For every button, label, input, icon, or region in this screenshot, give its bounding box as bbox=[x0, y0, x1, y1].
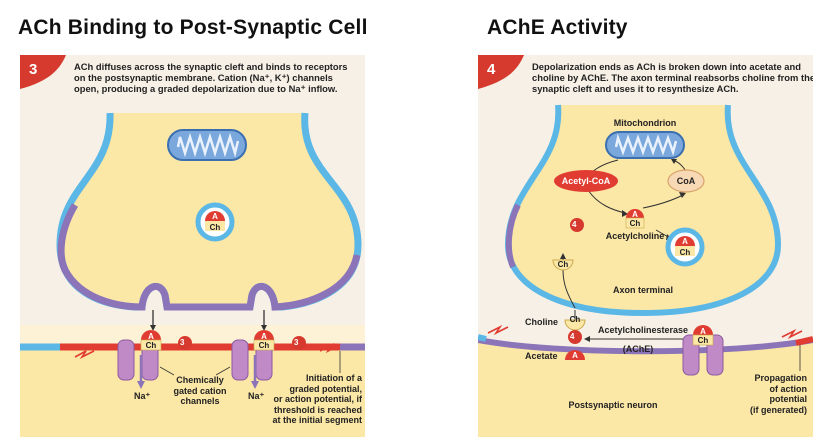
acetyl-coa-label: Acetyl-CoA bbox=[561, 176, 611, 186]
ache-label: (AChE) bbox=[622, 344, 654, 354]
svg-text:Ch: Ch bbox=[558, 260, 569, 269]
svg-text:A: A bbox=[632, 210, 638, 219]
step-marker-4-terminal: 4 bbox=[572, 220, 577, 229]
synapse-illustration-left: A Ch A Ch bbox=[20, 112, 365, 437]
na-label-right: Na⁺ bbox=[248, 391, 265, 401]
step-marker-4-cleft: 4 bbox=[570, 332, 575, 341]
svg-text:A: A bbox=[212, 212, 218, 221]
caption-step-4: Depolarization ends as ACh is broken dow… bbox=[532, 61, 813, 94]
title-ache-activity: AChE Activity bbox=[487, 16, 628, 39]
chemically-gated-label: Chemically gated cation channels bbox=[173, 375, 227, 406]
svg-text:A: A bbox=[682, 237, 688, 246]
svg-text:A: A bbox=[148, 332, 154, 341]
na-label-left: Na⁺ bbox=[134, 391, 151, 401]
synapse-illustration-right: A Ch A Ch Ch bbox=[478, 104, 813, 437]
acetylcholine-label: Acetylcholine bbox=[605, 231, 665, 241]
svg-text:Ch: Ch bbox=[680, 248, 691, 257]
title-ach-binding: ACh Binding to Post-Synaptic Cell bbox=[18, 16, 368, 39]
svg-text:Ch: Ch bbox=[630, 219, 641, 228]
svg-text:Ch: Ch bbox=[698, 336, 709, 345]
svg-text:A: A bbox=[700, 327, 706, 336]
acetate-molecule-label: A bbox=[572, 351, 578, 360]
synaptic-vesicle: A Ch bbox=[195, 202, 235, 242]
step-marker-3a: 3 bbox=[180, 338, 185, 347]
mitochondrion-label: Mitochondrion bbox=[613, 118, 677, 128]
mitochondrion-right bbox=[605, 131, 685, 159]
initiation-label: Initiation of a graded potential, or act… bbox=[272, 373, 362, 425]
step-badge-4: 4 bbox=[478, 55, 524, 89]
postsynaptic-neuron-label: Postsynaptic neuron bbox=[568, 400, 658, 410]
ach-bound-right-panel: A Ch bbox=[692, 325, 714, 346]
svg-text:Ch: Ch bbox=[210, 223, 221, 232]
choline-label: Choline bbox=[525, 317, 558, 327]
ach-bound-left: A Ch bbox=[140, 330, 162, 351]
ach-central: A Ch bbox=[625, 209, 645, 229]
acetyl-coa-node bbox=[554, 170, 618, 192]
acetylcholinesterase-label: Acetylcholinesterase bbox=[597, 325, 689, 335]
acetate-label: Acetate bbox=[525, 351, 558, 361]
panel-ach-binding: A Ch A Ch bbox=[20, 55, 365, 437]
synaptic-vesicle-right: A Ch bbox=[655, 227, 705, 267]
caption-step-3: ACh diffuses across the synaptic cleft a… bbox=[74, 61, 348, 94]
propagation-label: Propagation of action potential (if gene… bbox=[749, 373, 807, 415]
axon-terminal-right bbox=[508, 105, 778, 313]
axon-terminal-label: Axon terminal bbox=[612, 285, 673, 295]
svg-text:Ch: Ch bbox=[259, 341, 270, 350]
choline-molecule-label: Ch bbox=[569, 315, 581, 324]
ach-bound-right: A Ch bbox=[253, 330, 275, 351]
svg-text:Ch: Ch bbox=[146, 341, 157, 350]
coa-node bbox=[667, 169, 705, 193]
postsynaptic-neuron bbox=[478, 340, 813, 437]
mitochondrion bbox=[167, 129, 247, 161]
step-marker-3b: 3 bbox=[294, 338, 299, 347]
svg-text:A: A bbox=[261, 332, 267, 341]
coa-label: CoA bbox=[676, 176, 696, 186]
panel-ache-activity: A Ch A Ch Ch bbox=[478, 55, 813, 437]
step-badge-3: 3 bbox=[20, 55, 66, 89]
